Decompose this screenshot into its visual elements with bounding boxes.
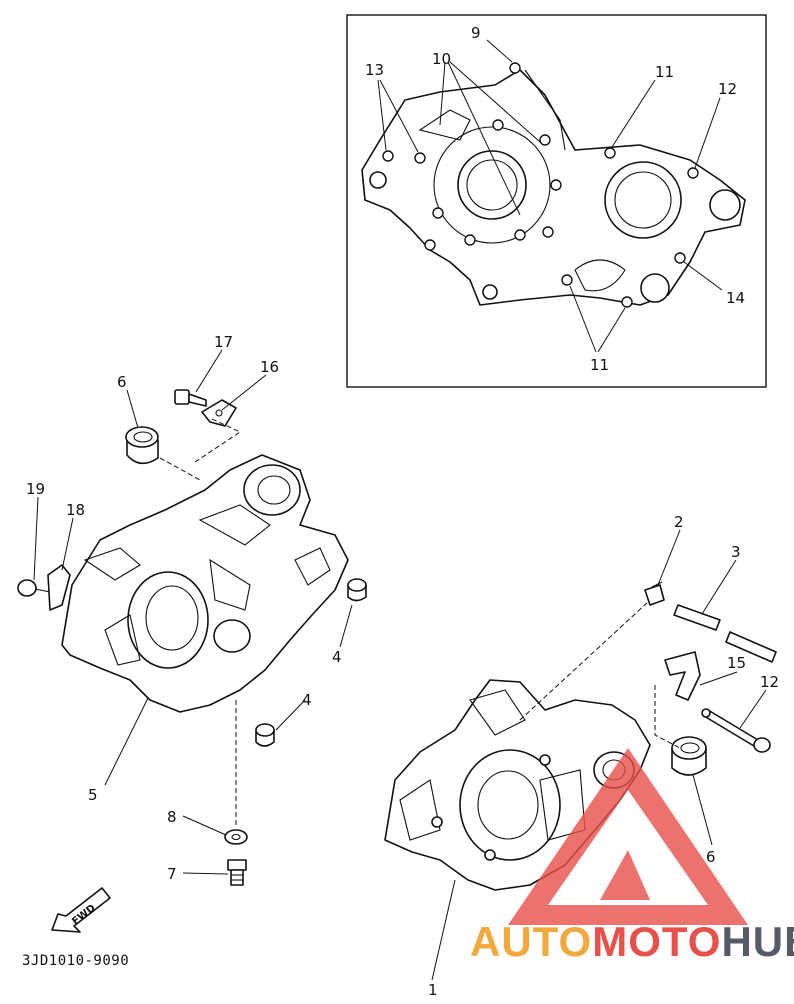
callout-7: 7	[167, 865, 177, 883]
callout-14: 14	[726, 289, 745, 307]
nipple-2	[644, 581, 665, 606]
callout-13: 13	[365, 61, 384, 79]
bolt-17	[174, 389, 207, 407]
watermark-logo-icon	[508, 748, 748, 925]
callout-12: 12	[718, 80, 737, 98]
callout-4: 4	[332, 648, 342, 666]
callout-9: 9	[471, 24, 481, 42]
left-crankcase	[61, 454, 349, 713]
watermark-moto: MOTO	[592, 918, 722, 965]
callout-11: 11	[590, 356, 609, 374]
pipe-3	[673, 604, 777, 663]
clamp-15	[664, 651, 701, 701]
leader-lines	[33, 349, 767, 981]
callout-16: 16	[260, 358, 279, 376]
callout-2: 2	[674, 513, 684, 531]
callout-17: 17	[214, 333, 233, 351]
drain-bolt-7	[227, 859, 247, 886]
callout-4: 4	[302, 691, 312, 709]
drawing-code: 3JD1010-9090	[22, 953, 130, 969]
dowel-pin-4-lower	[255, 723, 275, 747]
dowel-pin-4-upper	[347, 578, 367, 602]
callout-15: 15	[727, 654, 746, 672]
callout-5: 5	[88, 786, 98, 804]
callout-6: 6	[117, 373, 127, 391]
fwd-arrow-icon: FWD	[51, 887, 111, 933]
callout-19: 19	[26, 480, 45, 498]
assembly-lines	[159, 417, 681, 826]
callout-1: 1	[428, 981, 438, 999]
bushing-6-right	[671, 736, 707, 776]
callout-10: 10	[432, 50, 451, 68]
callout-12: 12	[760, 673, 779, 691]
bracket-18	[47, 564, 71, 611]
callout-18: 18	[66, 501, 85, 519]
washer-8	[224, 829, 248, 845]
long-bolt-12	[701, 708, 771, 753]
watermark-hub: HUB	[721, 918, 794, 965]
callout-8: 8	[167, 808, 177, 826]
callout-6: 6	[706, 848, 716, 866]
watermark-auto: AUTO	[470, 918, 593, 965]
bushing-6-left	[125, 426, 159, 465]
watermark-text: AUTOMOTOHUB	[470, 918, 794, 966]
callout-3: 3	[731, 543, 741, 561]
screw-19	[17, 579, 51, 597]
inset-detail-view: 9 10 13 11 12 14 11	[346, 14, 767, 388]
clip-16	[201, 399, 237, 427]
callout-11: 11	[655, 63, 674, 81]
